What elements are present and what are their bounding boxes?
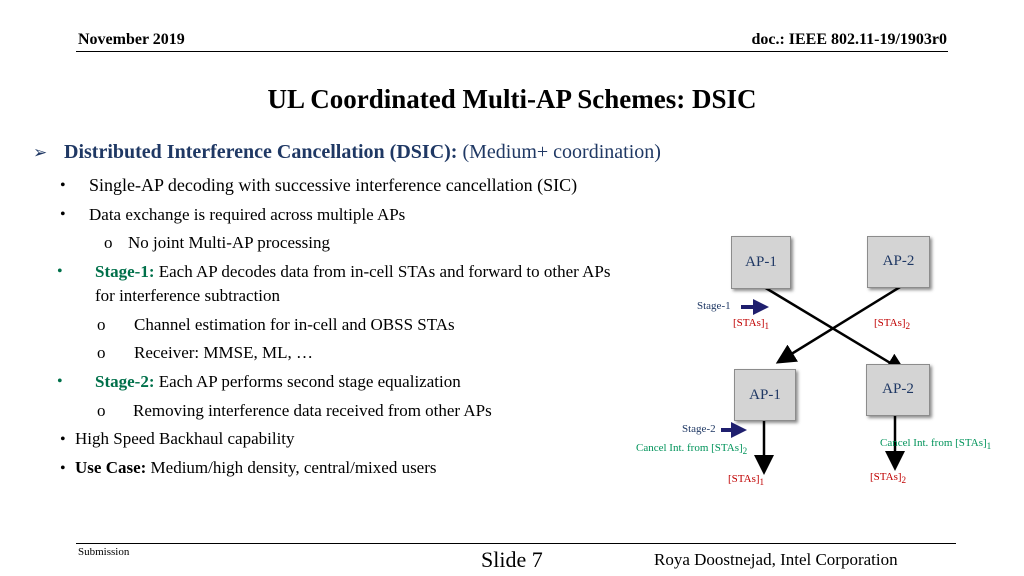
footer-slide-number: Slide 7 — [481, 547, 543, 572]
stage2-line: Stage-2: Each AP performs second stage e… — [95, 372, 461, 392]
stas-subscript: 1 — [764, 321, 770, 332]
sub-channel-estimation: Channel estimation for in-cell and OBSS … — [134, 315, 455, 334]
stage1-label: Stage-1: — [95, 262, 155, 281]
sub-receiver: Receiver: MMSE, ML, … — [134, 343, 313, 362]
header-doc-number: doc.: IEEE 802.11-19/1903r0 — [751, 31, 947, 48]
stas-text: [STAs] — [733, 317, 765, 329]
bullet-use-case: Use Case: Medium/high density, central/m… — [75, 458, 437, 478]
bullet-dot-icon: • — [60, 431, 66, 448]
footer-rule — [76, 543, 956, 544]
cancel-text: Cancel Int. from [STAs] — [636, 442, 743, 454]
cancel-int-right-label: Cancel Int. from [STAs]1 — [880, 437, 991, 451]
stage2-label: Stage-2: — [95, 372, 155, 391]
footer-submission: Submission — [78, 546, 130, 558]
main-heading: Distributed Interference Cancellation (D… — [64, 141, 661, 164]
sub-no-joint-processing: No joint Multi-AP processing — [128, 233, 330, 252]
cancel-int-left-label: Cancel Int. from [STAs]2 — [636, 442, 747, 456]
ap1-top-box: AP-1 — [731, 236, 791, 289]
stage1-line: Stage-1: Each AP decodes data from in-ce… — [95, 262, 610, 282]
stage2-diagram-label: Stage-2 — [682, 423, 716, 435]
stage1-diagram-label: Stage-1 — [697, 300, 731, 312]
cancel-subscript: 2 — [742, 446, 748, 457]
bullet-sic: Single-AP decoding with successive inter… — [89, 175, 578, 195]
ap1-bottom-box: AP-1 — [734, 369, 796, 421]
stas2-top-label: [STAs]2 — [874, 317, 910, 331]
main-heading-bold: Distributed Interference Cancellation (D… — [64, 141, 458, 163]
stas-subscript: 2 — [901, 475, 907, 486]
header-rule — [76, 51, 948, 52]
stage2-text: Each AP performs second stage equalizati… — [154, 372, 461, 391]
main-heading-rest: (Medium+ coordination) — [457, 141, 661, 163]
ap2-top-box: AP-2 — [867, 236, 930, 288]
cross-arrow-ap2-to-ap1 — [775, 285, 901, 364]
sub-bullet-icon: o — [97, 315, 106, 334]
bullet-dot-icon: • — [60, 206, 66, 223]
stas1-top-label: [STAs]1 — [733, 317, 769, 331]
stas-text: [STAs] — [728, 473, 760, 485]
stage1-text: Each AP decodes data from in-cell STAs a… — [154, 262, 611, 281]
sub-bullet-icon: o — [97, 343, 106, 362]
bullet-dot-icon: • — [57, 373, 63, 390]
ap2-top-label: AP-2 — [882, 253, 915, 269]
stas1-bottom-label: [STAs]1 — [728, 473, 764, 487]
bullet-dot-icon: • — [60, 460, 66, 477]
arrow-bullet-icon: ➢ — [33, 143, 48, 162]
stage1-continuation: for interference subtraction — [95, 286, 281, 305]
ap1-bottom-label: AP-1 — [749, 386, 781, 403]
cancel-text: Cancel Int. from [STAs] — [880, 437, 987, 449]
cancel-subscript: 1 — [986, 441, 992, 452]
bullet-dot-icon: • — [57, 263, 63, 280]
bullet-dot-icon: • — [60, 177, 66, 194]
sub-removing-interference: Removing interference data received from… — [133, 401, 492, 420]
stas-text: [STAs] — [870, 471, 902, 483]
use-case-text: Medium/high density, central/mixed users — [146, 458, 437, 477]
ap1-top-label: AP-1 — [745, 254, 777, 270]
stas-subscript: 1 — [759, 477, 765, 488]
use-case-label: Use Case: — [75, 458, 147, 477]
header-date: November 2019 — [78, 31, 185, 48]
stas-text: [STAs] — [874, 317, 906, 329]
bullet-backhaul: High Speed Backhaul capability — [75, 429, 295, 448]
stas-subscript: 2 — [905, 321, 911, 332]
stas2-bottom-label: [STAs]2 — [870, 471, 906, 485]
ap2-bottom-box: AP-2 — [866, 364, 930, 416]
slide-title: UL Coordinated Multi-AP Schemes: DSIC — [267, 84, 757, 114]
bullet-data-exchange: Data exchange is required across multipl… — [89, 205, 406, 224]
sub-bullet-icon: o — [104, 233, 113, 252]
footer-author: Roya Doostnejad, Intel Corporation — [654, 550, 898, 569]
ap2-bottom-label: AP-2 — [882, 381, 914, 397]
sub-bullet-icon: o — [97, 401, 106, 420]
